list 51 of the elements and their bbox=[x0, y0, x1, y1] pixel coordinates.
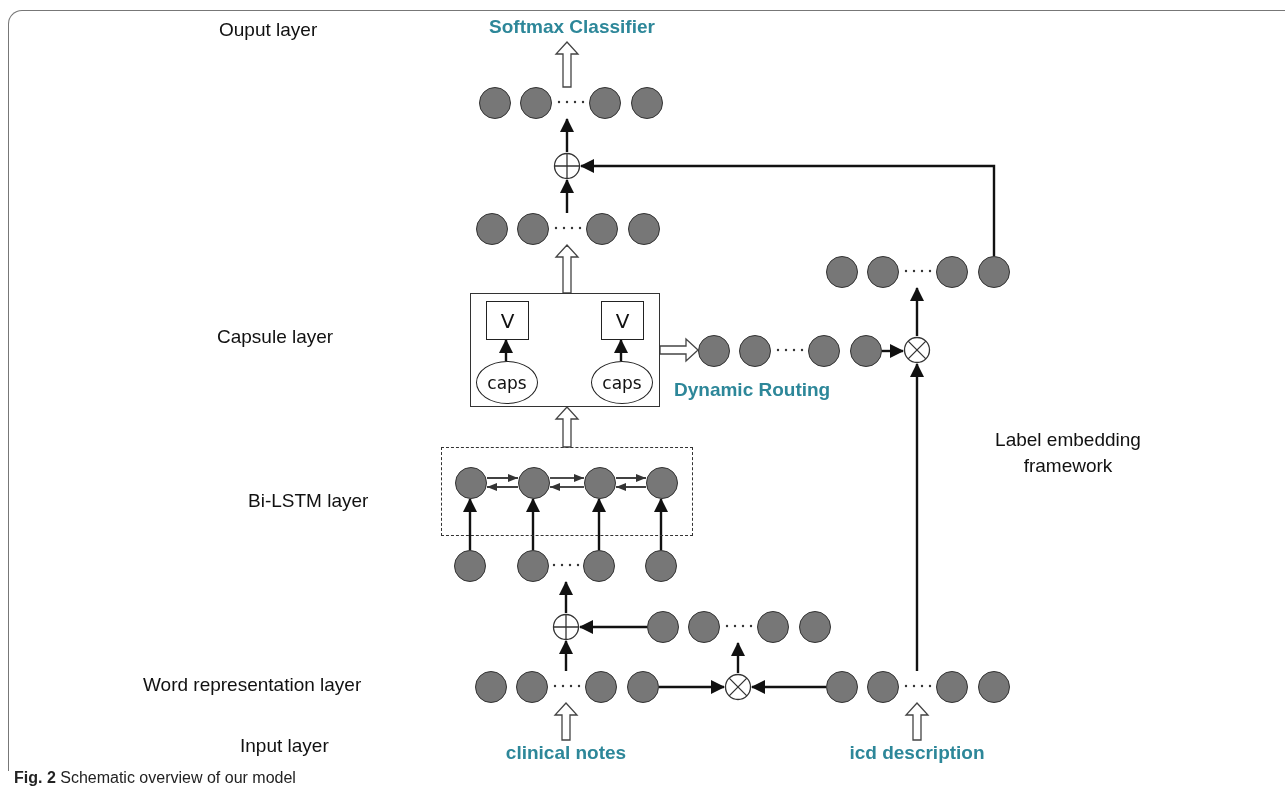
arrow bbox=[559, 581, 573, 613]
arrow bbox=[579, 620, 647, 634]
input-title: icd description bbox=[827, 740, 1007, 766]
arrow bbox=[549, 483, 585, 491]
vector-box: V bbox=[601, 301, 644, 340]
layer-label: Bi-LSTM layer bbox=[248, 489, 369, 513]
neuron-circle bbox=[646, 467, 678, 499]
arrow bbox=[499, 339, 513, 361]
hollow-arrow bbox=[659, 337, 699, 363]
layer-label: Word representation layer bbox=[143, 673, 362, 697]
arrow bbox=[659, 680, 725, 694]
layer-label: Input layer bbox=[240, 734, 329, 758]
hollow-arrow bbox=[554, 244, 580, 294]
neuron-circle bbox=[455, 467, 487, 499]
arrow bbox=[882, 344, 904, 358]
arrow bbox=[560, 179, 574, 213]
arrow bbox=[615, 483, 647, 491]
layer-label: Capsule layer bbox=[217, 325, 334, 349]
arrow bbox=[526, 498, 540, 550]
arrow bbox=[910, 363, 924, 671]
arrow bbox=[486, 483, 519, 491]
annotation-text: Dynamic Routing bbox=[674, 378, 831, 402]
capsule-ellipse: caps bbox=[591, 361, 653, 404]
figure-caption: Fig. 2 Schematic overview of our model bbox=[14, 769, 296, 787]
hollow-arrow bbox=[554, 41, 580, 88]
hollow-arrow bbox=[904, 702, 930, 741]
arrow bbox=[592, 498, 606, 550]
layer-label: Ouput layer bbox=[219, 18, 318, 42]
arrow bbox=[731, 642, 745, 673]
layer-box bbox=[470, 293, 660, 407]
arrow bbox=[751, 680, 826, 694]
hollow-arrow bbox=[553, 702, 579, 741]
neuron-circle bbox=[518, 467, 550, 499]
arrow bbox=[910, 287, 924, 336]
arrow bbox=[614, 339, 628, 361]
arrow bbox=[463, 498, 477, 550]
hollow-arrow bbox=[554, 406, 580, 448]
arrow bbox=[549, 474, 585, 482]
arrow bbox=[580, 159, 996, 256]
dashed-group-box bbox=[441, 447, 693, 536]
layer-label: Label embedding framework bbox=[994, 428, 1142, 478]
arrow bbox=[559, 640, 573, 671]
arrow bbox=[486, 474, 519, 482]
vector-box: V bbox=[486, 301, 529, 340]
input-title: Softmax Classifier bbox=[467, 14, 677, 42]
arrow bbox=[615, 474, 647, 482]
neuron-circle bbox=[584, 467, 616, 499]
input-title: clinical notes bbox=[476, 740, 656, 766]
capsule-ellipse: caps bbox=[476, 361, 538, 404]
arrow bbox=[654, 498, 668, 550]
arrow bbox=[560, 118, 574, 152]
